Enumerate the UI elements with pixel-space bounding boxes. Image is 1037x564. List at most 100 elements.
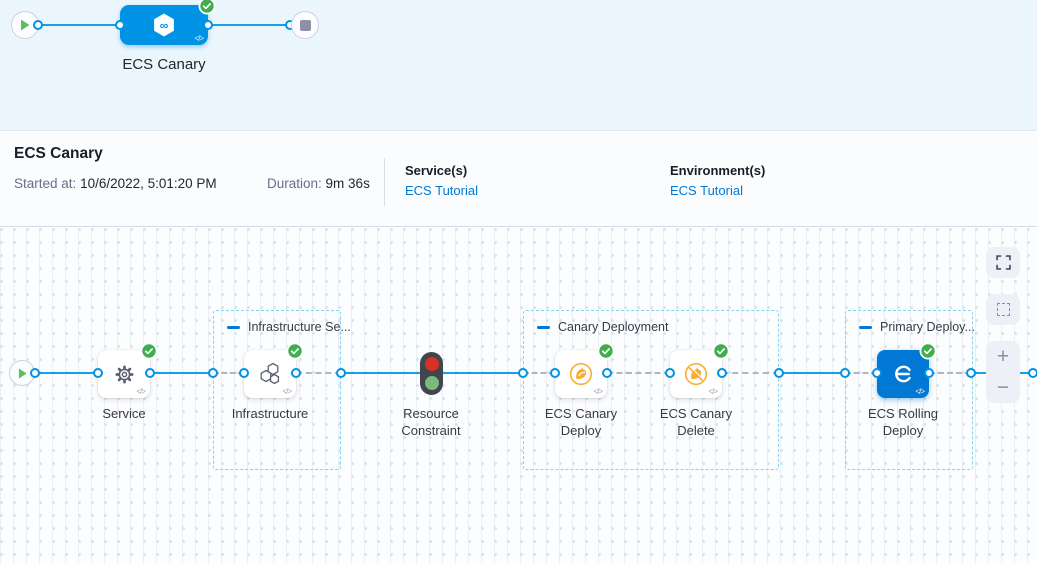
code-icon: </> [915, 387, 925, 396]
connector-point [966, 368, 976, 378]
duration-label: Duration: [267, 176, 322, 191]
collapse-icon[interactable] [537, 325, 550, 329]
code-icon: </> [194, 34, 204, 43]
success-check-icon [140, 342, 158, 360]
step-node-infrastructure[interactable]: </> [244, 342, 304, 398]
stage-label: ECS Canary [122, 56, 206, 73]
group-header-infrastructure[interactable]: Infrastructure Se... [227, 320, 351, 334]
connector-point [602, 368, 612, 378]
pipeline-title: ECS Canary [14, 145, 103, 162]
stage-overview-strip: ∞ </> ECS Canary [0, 0, 1037, 131]
edge-line-dashed [523, 372, 555, 374]
connector-point [840, 368, 850, 378]
play-icon [21, 19, 30, 31]
selection-mode-button[interactable] [986, 294, 1020, 325]
step-label-resource-constraint: Resource Constraint [401, 406, 461, 438]
zoom-out-button[interactable]: − [996, 376, 1010, 399]
step-label-infrastructure: Infrastructure [231, 406, 309, 421]
fullscreen-icon [995, 255, 1011, 270]
connector-point [924, 368, 934, 378]
stop-icon [299, 19, 311, 31]
duration-value: 9m 36s [325, 176, 370, 191]
step-node-ecs-rolling-deploy[interactable]: </> [877, 342, 937, 398]
cd-hexagon-icon: ∞ [154, 13, 174, 37]
started-at-value: 10/6/2022, 5:01:20 PM [80, 176, 217, 191]
execution-graph-canvas[interactable]: Infrastructure Se... Canary Deployment P… [0, 228, 1037, 564]
connector-point [30, 368, 40, 378]
code-icon: </> [282, 387, 292, 396]
connector-point [774, 368, 784, 378]
success-check-icon [597, 342, 615, 360]
connector-point [115, 20, 125, 30]
group-header-canary-deployment[interactable]: Canary Deployment [537, 320, 668, 334]
traffic-green-light-icon [424, 376, 439, 390]
connector-point [291, 368, 301, 378]
step-node-resource-constraint[interactable] [420, 352, 443, 395]
group-box-canary-deployment: Canary Deployment [523, 310, 779, 470]
step-label-service: Service [102, 406, 146, 421]
connector-point [33, 20, 43, 30]
group-title: Canary Deployment [558, 320, 669, 334]
code-icon: </> [136, 387, 146, 396]
edge-line-dashed [296, 372, 341, 374]
ecs-rolling-icon [895, 365, 911, 383]
connector-point [518, 368, 528, 378]
success-check-icon [712, 342, 730, 360]
marquee-select-icon [996, 303, 1010, 316]
step-node-ecs-canary-delete[interactable]: </> [670, 342, 730, 398]
services-link[interactable]: ECS Tutorial [405, 183, 478, 198]
divider [384, 158, 385, 206]
connector-point [550, 368, 560, 378]
success-check-icon [919, 342, 937, 360]
step-node-service[interactable]: </> [98, 342, 158, 398]
traffic-red-light-icon [424, 357, 439, 371]
gear-icon [114, 364, 133, 383]
step-node-ecs-canary-deploy[interactable]: </> [555, 342, 615, 398]
connector-point [665, 368, 675, 378]
edge-line-dashed [929, 372, 971, 374]
edge-line-dashed [213, 372, 244, 374]
group-box-primary-deployment: Primary Deploy... [845, 310, 975, 470]
play-icon [18, 368, 27, 378]
collapse-icon[interactable] [859, 325, 872, 329]
connector-point [239, 368, 249, 378]
environments-link[interactable]: ECS Tutorial [670, 183, 743, 198]
svg-text:∞: ∞ [160, 19, 169, 33]
step-label-ecs-canary-delete: ECS Canary Delete [659, 406, 733, 438]
edge-line [38, 24, 120, 26]
duration: Duration: 9m 36s [267, 176, 370, 191]
step-label-ecs-rolling-deploy: ECS Rolling Deploy [867, 406, 939, 438]
pipeline-end-node[interactable] [291, 11, 319, 39]
services-label: Service(s) [405, 163, 468, 178]
group-box-infrastructure: Infrastructure Se... [213, 310, 351, 470]
success-check-icon [286, 342, 304, 360]
connector-point [336, 368, 346, 378]
connector-point [203, 20, 213, 30]
group-header-primary-deployment[interactable]: Primary Deploy... [859, 320, 975, 334]
collapse-icon[interactable] [227, 325, 240, 329]
connector-point [145, 368, 155, 378]
zoom-controls: + − [986, 341, 1020, 403]
success-check-icon [198, 0, 216, 15]
fullscreen-button[interactable] [986, 247, 1020, 278]
edge-line [208, 24, 292, 26]
canary-deploy-icon [569, 362, 593, 386]
connector-point [93, 368, 103, 378]
edge-line-dashed [607, 372, 670, 374]
infrastructure-hexagons-icon [260, 362, 280, 385]
group-title: Infrastructure Se... [248, 320, 351, 334]
edge-line [150, 372, 213, 374]
environments-label: Environment(s) [670, 163, 766, 178]
edge-line-dashed [722, 372, 779, 374]
started-at-label: Started at: [14, 176, 77, 191]
step-label-ecs-canary-deploy: ECS Canary Deploy [544, 406, 618, 438]
zoom-in-button[interactable]: + [996, 345, 1010, 368]
execution-summary-bar: ECS Canary Started at: 10/6/2022, 5:01:2… [0, 132, 1037, 227]
group-title: Primary Deploy... [880, 320, 975, 334]
started-at: Started at: 10/6/2022, 5:01:20 PM [14, 176, 217, 191]
stage-node-ecs-canary[interactable]: ∞ </> [120, 0, 216, 45]
edge-line-dashed [845, 372, 877, 374]
code-icon: </> [593, 387, 603, 396]
code-icon: </> [708, 387, 718, 396]
